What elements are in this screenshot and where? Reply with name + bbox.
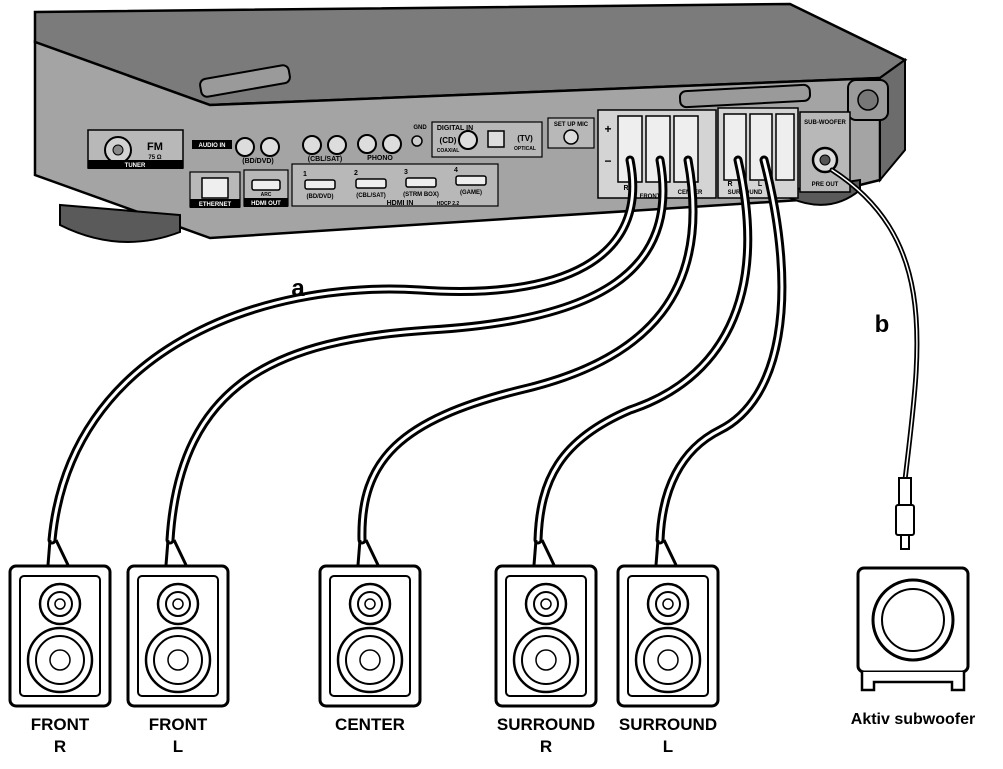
hdmi-in-1-port — [305, 180, 335, 189]
ethernet-jack — [202, 178, 228, 198]
speaker-label-line2: L — [663, 737, 673, 756]
active-subwoofer: Aktiv subwoofer — [851, 568, 975, 728]
hdmi-in-3-port — [406, 178, 436, 187]
wire-end — [48, 540, 50, 565]
subwoofer-jack-pin — [820, 155, 830, 165]
rca-plug-tip — [901, 535, 909, 549]
plus-sign: + — [604, 122, 611, 136]
gnd-label: GND — [413, 125, 427, 131]
rca-jack — [303, 136, 321, 154]
speaker-label-line2: L — [173, 737, 183, 756]
hdmi-in-label: HDMI IN — [387, 200, 414, 207]
hdcp-label: HDCP 2.2 — [437, 201, 460, 207]
subwoofer-label: Aktiv subwoofer — [851, 711, 975, 728]
speaker-label-line1: FRONT — [149, 715, 208, 734]
hdmi-out-label: HDMI OUT — [251, 201, 281, 207]
speaker-front-r: FRONT R — [10, 566, 110, 756]
speaker-front-l: FRONT L — [128, 566, 228, 756]
audio-in-label: AUDIO IN — [199, 143, 226, 149]
gnd-terminal — [412, 136, 422, 146]
speaker-label-line2: R — [54, 737, 66, 756]
speaker-label-line1: FRONT — [31, 715, 90, 734]
wire-end — [358, 540, 360, 565]
rca-plug — [896, 478, 914, 549]
setup-mic-jack — [564, 130, 578, 144]
coaxial-jack — [459, 131, 477, 149]
cd-label: (CD) — [440, 136, 457, 145]
subwoofer-label: SUB-WOOFER — [804, 120, 846, 126]
arc-label: ARC — [261, 192, 272, 198]
callout-b: b — [875, 311, 890, 338]
speaker-label-line1: SURROUND — [497, 715, 595, 734]
fm-antenna-jack-pin — [113, 145, 123, 155]
surround-r-label: R — [727, 181, 732, 188]
wire-end — [174, 540, 186, 565]
audio-in-cbl-label: (CBL/SAT) — [308, 156, 342, 163]
pre-out-label: PRE OUT — [812, 182, 839, 188]
rca-jack — [328, 136, 346, 154]
wire-end — [166, 540, 168, 565]
wire-end — [56, 540, 68, 565]
hdmi-in-4-number: 4 — [454, 167, 458, 174]
speaker-surround-l: SURROUND L — [618, 566, 718, 756]
wire-end — [542, 540, 554, 565]
wire-end — [664, 540, 676, 565]
front-label: FRONT — [640, 194, 661, 200]
wire-end — [366, 540, 378, 565]
rca-jack — [261, 138, 279, 156]
hdmi-in-2-label: (CBL/SAT) — [356, 193, 386, 199]
phono-label: PHONO — [367, 155, 393, 162]
coaxial-label: COAXIAL — [437, 148, 460, 154]
subwoofer-stand — [862, 672, 964, 690]
hdmi-in-3-number: 3 — [404, 169, 408, 176]
optical-label: OPTICAL — [514, 146, 536, 152]
speaker-label-line1: CENTER — [335, 715, 405, 734]
hdmi-in-2-number: 2 — [354, 170, 358, 177]
ethernet-label: ETHERNET — [199, 202, 232, 208]
hdmi-in-1-number: 1 — [303, 171, 307, 178]
speaker-center: CENTER — [320, 566, 420, 734]
hdmi-out-port — [252, 180, 280, 190]
callout-a: a — [291, 275, 305, 302]
rca-plug-body — [896, 505, 914, 535]
speaker-label-line2: R — [540, 737, 552, 756]
rca-jack — [358, 135, 376, 153]
rca-plug-strain — [899, 478, 911, 506]
setup-mic-label: SET UP MIC — [554, 122, 589, 128]
digital-in-section: DIGITAL IN (CD) COAXIAL (TV) OPTICAL — [432, 122, 542, 157]
speaker-surround-r: SURROUND R — [496, 566, 596, 756]
cable-surround-r-highlight — [538, 160, 748, 540]
audio-in-bd-label: (BD/DVD) — [242, 158, 274, 165]
rca-jack — [236, 138, 254, 156]
tv-label: (TV) — [517, 134, 533, 143]
hdmi-in-4-port — [456, 176, 486, 185]
terminal-extra — [776, 114, 794, 180]
wire-end — [656, 540, 658, 565]
hdmi-in-1-label: (BD/DVD) — [307, 194, 334, 200]
hdmi-in-4-label: (GAME) — [460, 190, 482, 196]
antenna-hinge-knob — [858, 90, 878, 110]
rca-jack — [383, 135, 401, 153]
minus-sign: − — [604, 154, 611, 168]
front-r-label: R — [623, 185, 628, 192]
hdmi-in-3-label: (STRM BOX) — [403, 192, 439, 198]
tuner-label: TUNER — [125, 163, 146, 169]
optical-jack — [488, 131, 504, 147]
fm-label: FM — [147, 141, 163, 153]
wire-end — [534, 540, 536, 565]
surround-l-label: L — [758, 181, 763, 188]
speaker-label-line1: SURROUND — [619, 715, 717, 734]
hdmi-in-2-port — [356, 179, 386, 188]
